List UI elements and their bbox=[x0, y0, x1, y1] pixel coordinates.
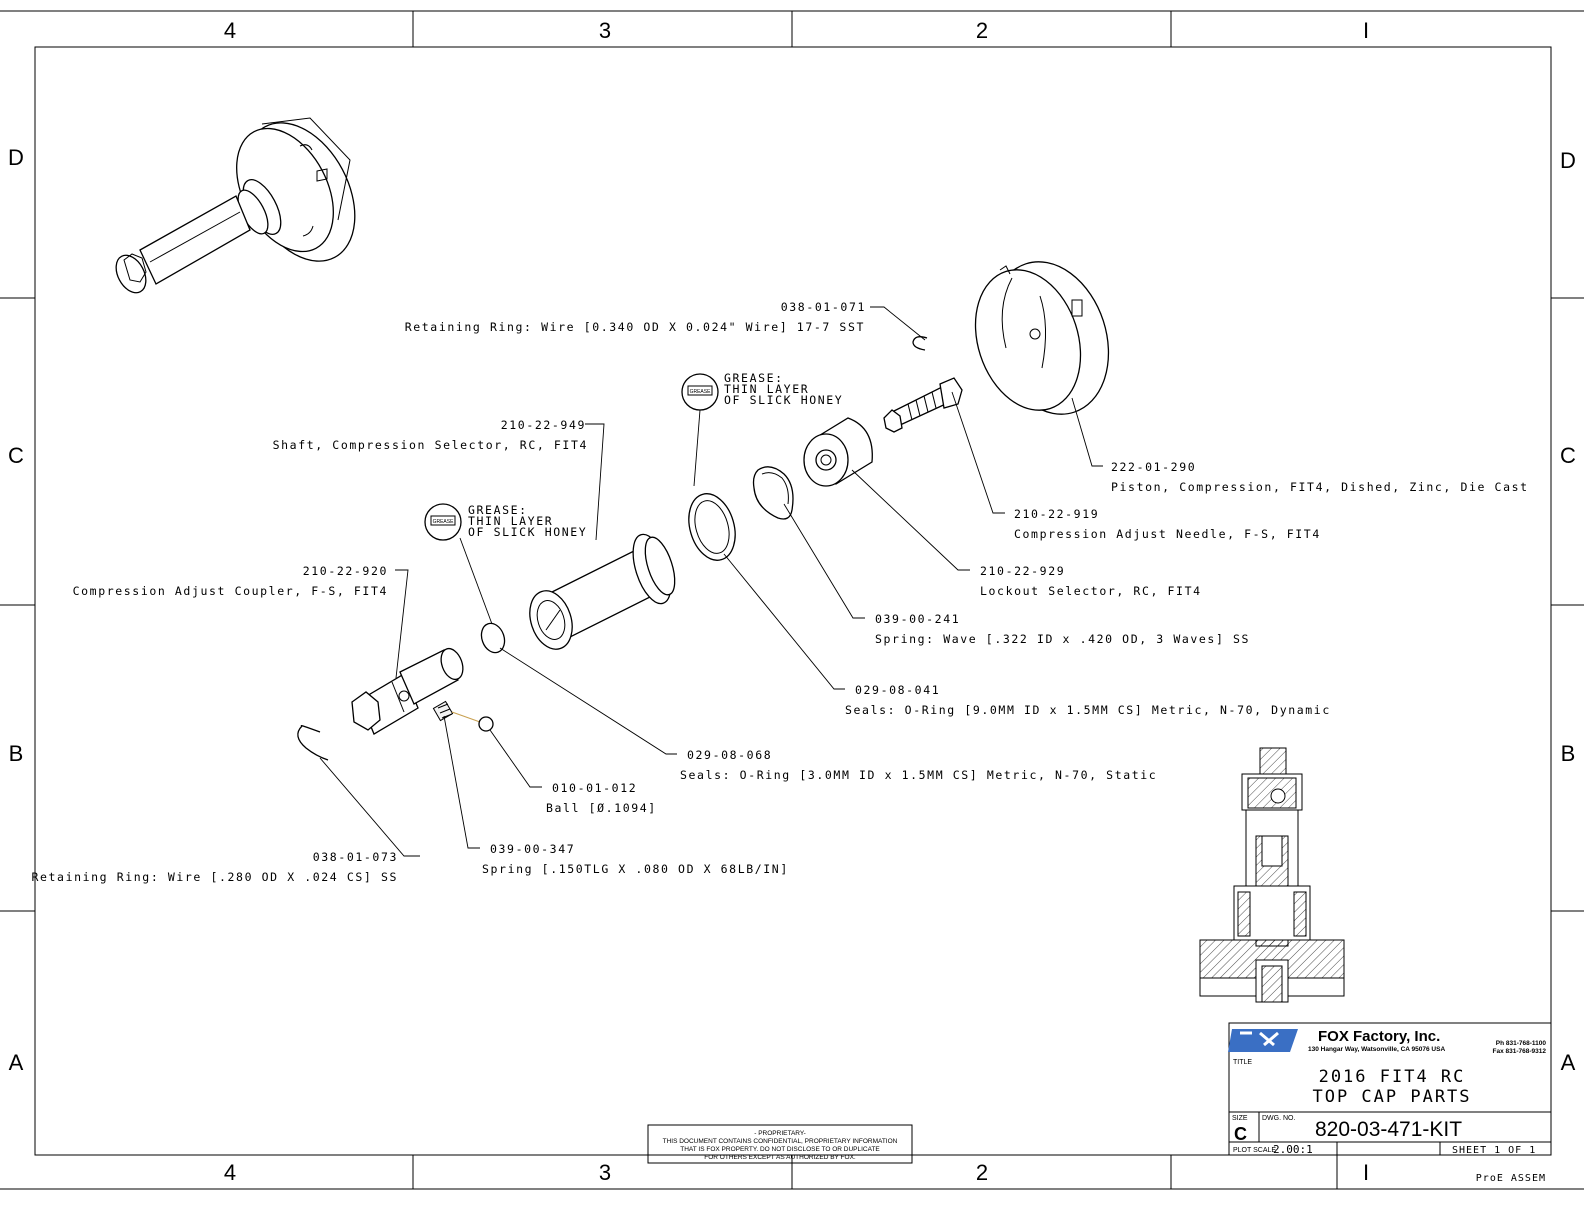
shaft-illustration bbox=[529, 533, 676, 650]
callout-pn-210-22-920: 210-22-920 bbox=[303, 564, 388, 578]
drawing-border bbox=[34, 46, 1552, 1156]
svg-text:OF SLICK HONEY: OF SLICK HONEY bbox=[468, 525, 587, 539]
section-view-illustration bbox=[1199, 747, 1345, 1003]
svg-text:GREASE:: GREASE: bbox=[724, 371, 784, 385]
svg-text:GREASE:: GREASE: bbox=[468, 503, 528, 517]
drawing-number: 820-03-471-KIT bbox=[1315, 1118, 1462, 1141]
zone-left-c: C bbox=[8, 443, 24, 468]
callout-pn-038-01-071: 038-01-071 bbox=[781, 300, 866, 314]
plot-scale-label: PLOT SCALE bbox=[1233, 1147, 1276, 1154]
leader-lines bbox=[319, 306, 1103, 857]
zone-top-2: 2 bbox=[976, 18, 988, 43]
dwg-no-label: DWG. NO. bbox=[1262, 1115, 1295, 1122]
company-address: 130 Hangar Way, Watsonville, CA 95076 US… bbox=[1308, 1046, 1445, 1053]
callout-desc-010-01-012: Ball [Ø.1094] bbox=[546, 801, 657, 815]
zone-bottom-1: I bbox=[1363, 1160, 1369, 1185]
callout-desc-210-22-949: Shaft, Compression Selector, RC, FIT4 bbox=[273, 438, 588, 452]
o-ring-small-illustration bbox=[480, 622, 506, 654]
callout-pn-029-08-041: 029-08-041 bbox=[855, 683, 940, 697]
sheet-size: C bbox=[1234, 1124, 1247, 1144]
zone-top-1: I bbox=[1363, 18, 1369, 43]
zone-right-a: A bbox=[1561, 1050, 1576, 1075]
company-name: FOX Factory, Inc. bbox=[1318, 1028, 1440, 1045]
grease-callout-1: GREASE GREASE: THIN LAYER OF SLICK HONEY bbox=[681, 371, 843, 411]
callout-desc-210-22-920: Compression Adjust Coupler, F-S, FIT4 bbox=[73, 584, 388, 598]
callout-pn-210-22-929: 210-22-929 bbox=[980, 564, 1065, 578]
grease-callout-2: GREASE GREASE: THIN LAYER OF SLICK HONEY bbox=[424, 503, 587, 541]
zone-left-b: B bbox=[9, 741, 24, 766]
callout-desc-029-08-041: Seals: O-Ring [9.0MM ID x 1.5MM CS] Metr… bbox=[845, 703, 1331, 717]
svg-text:FOR OTHERS EXCEPT AS AUTHORIZE: FOR OTHERS EXCEPT AS AUTHORIZED BY FOX. bbox=[704, 1154, 856, 1161]
grease-icon: GREASE bbox=[433, 519, 455, 525]
company-phone: Ph 831-768-1100 bbox=[1496, 1040, 1547, 1047]
zone-left-d: D bbox=[8, 145, 24, 170]
zone-left-a: A bbox=[9, 1050, 24, 1075]
callout-desc-222-01-290: Piston, Compression, FIT4, Dished, Zinc,… bbox=[1111, 480, 1529, 494]
assembled-top-cap-illustration bbox=[115, 117, 356, 294]
callout-desc-039-00-347: Spring [.150TLG X .080 OD X 68LB/IN] bbox=[482, 862, 789, 876]
sheet-number: SHEET 1 OF 1 bbox=[1452, 1145, 1536, 1156]
callout-pn-039-00-241: 039-00-241 bbox=[875, 612, 960, 626]
svg-text:- PROPRIETARY-: - PROPRIETARY- bbox=[754, 1130, 806, 1137]
zone-top-4: 4 bbox=[224, 18, 236, 43]
svg-text:THIS DOCUMENT CONTAINS CONFIDE: THIS DOCUMENT CONTAINS CONFIDENTIAL, PRO… bbox=[663, 1138, 898, 1145]
ball-illustration bbox=[478, 716, 494, 732]
proprietary-notice: - PROPRIETARY- THIS DOCUMENT CONTAINS CO… bbox=[647, 1124, 913, 1164]
svg-text:THIN LAYER: THIN LAYER bbox=[724, 382, 809, 396]
zone-top-3: 3 bbox=[599, 18, 611, 43]
title-block: FOX Factory, Inc. 130 Hangar Way, Watson… bbox=[1228, 1022, 1552, 1189]
detent-spring-illustration bbox=[432, 700, 454, 722]
svg-text:THIN LAYER: THIN LAYER bbox=[468, 514, 553, 528]
piston-illustration bbox=[974, 261, 1110, 415]
size-label: SIZE bbox=[1232, 1115, 1248, 1122]
callout-pn-039-00-347: 039-00-347 bbox=[490, 842, 575, 856]
zone-right-b: B bbox=[1561, 741, 1576, 766]
o-ring-large-illustration bbox=[688, 493, 736, 561]
zone-bottom-3: 3 bbox=[599, 1160, 611, 1185]
lockout-selector-illustration bbox=[803, 417, 873, 487]
callout-desc-039-00-241: Spring: Wave [.322 ID x .420 OD, 3 Waves… bbox=[875, 632, 1250, 646]
plot-scale-value: 2.00:1 bbox=[1273, 1143, 1313, 1156]
svg-text:OF SLICK HONEY: OF SLICK HONEY bbox=[724, 393, 843, 407]
callout-pn-210-22-949: 210-22-949 bbox=[501, 418, 586, 432]
drawing-title-line1: 2016 FIT4 RC bbox=[1319, 1067, 1466, 1087]
callout-desc-038-01-073: Retaining Ring: Wire [.280 OD X .024 CS]… bbox=[31, 870, 398, 884]
retaining-ring-small-illustration bbox=[912, 336, 928, 351]
zone-bottom-2: 2 bbox=[976, 1160, 988, 1185]
compression-needle-illustration bbox=[883, 377, 963, 433]
grease-icon: GREASE bbox=[690, 389, 712, 395]
callout-desc-210-22-929: Lockout Selector, RC, FIT4 bbox=[980, 584, 1202, 598]
callout-desc-038-01-071: Retaining Ring: Wire [0.340 OD X 0.024" … bbox=[405, 320, 865, 334]
zone-right-d: D bbox=[1560, 148, 1576, 173]
callout-pn-038-01-073: 038-01-073 bbox=[313, 850, 398, 864]
zone-right-c: C bbox=[1560, 443, 1576, 468]
retaining-ring-large-illustration bbox=[297, 724, 329, 761]
cad-system: ProE ASSEM bbox=[1476, 1173, 1546, 1184]
compression-coupler-illustration bbox=[351, 647, 464, 735]
wave-spring-illustration bbox=[752, 466, 794, 520]
callout-desc-210-22-919: Compression Adjust Needle, F-S, FIT4 bbox=[1014, 527, 1321, 541]
drawing-title-line2: TOP CAP PARTS bbox=[1312, 1087, 1471, 1107]
callout-desc-029-08-068: Seals: O-Ring [3.0MM ID x 1.5MM CS] Metr… bbox=[680, 768, 1157, 782]
callout-pn-210-22-919: 210-22-919 bbox=[1014, 507, 1099, 521]
callout-pn-222-01-290: 222-01-290 bbox=[1111, 460, 1196, 474]
svg-text:THAT IS FOX PROPERTY. DO NOT: THAT IS FOX PROPERTY. DO NOT DISCLOSE TO… bbox=[680, 1146, 880, 1153]
title-label: TITLE bbox=[1233, 1059, 1252, 1066]
callout-pn-029-08-068: 029-08-068 bbox=[687, 748, 772, 762]
company-fax: Fax 831-768-9312 bbox=[1493, 1048, 1547, 1055]
callout-pn-010-01-012: 010-01-012 bbox=[552, 781, 637, 795]
zone-bottom-4: 4 bbox=[224, 1160, 236, 1185]
fox-logo bbox=[1228, 1029, 1298, 1052]
